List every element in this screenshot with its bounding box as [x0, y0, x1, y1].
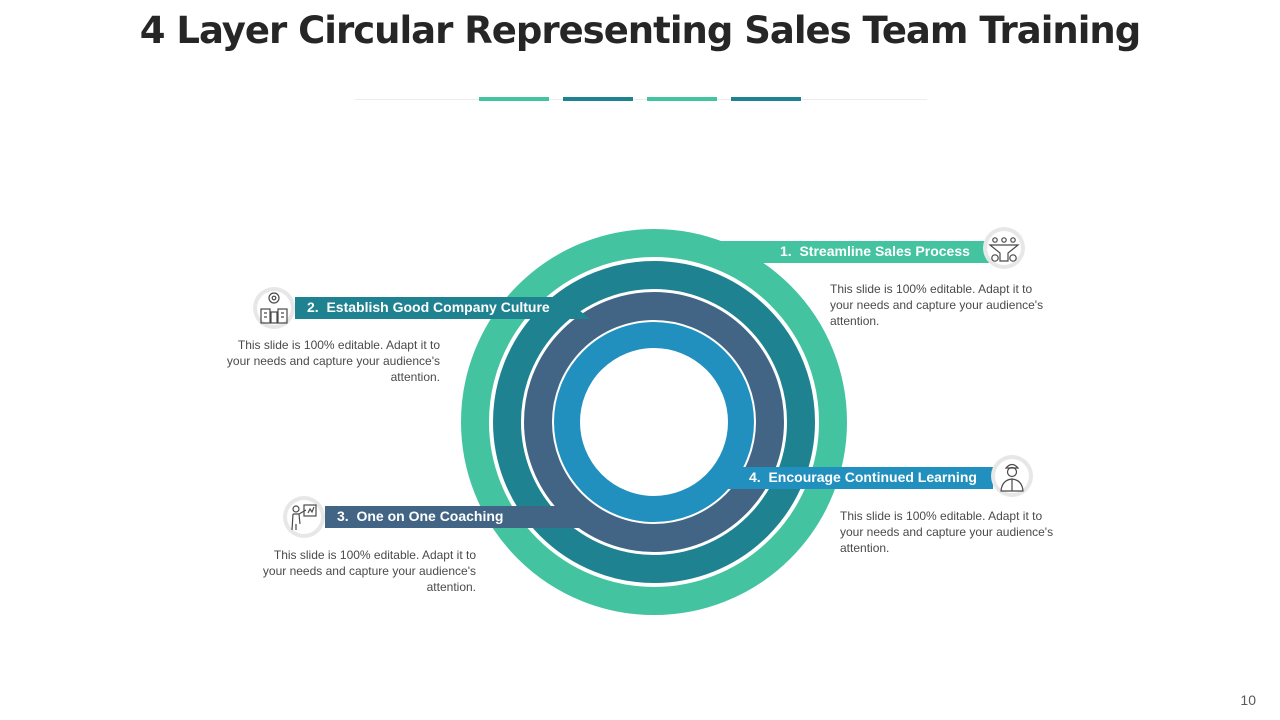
item-3-number: 3. — [337, 508, 349, 524]
item-2-description: This slide is 100% editable. Adapt it to… — [226, 338, 440, 384]
item-4-label: 4. Encourage Continued Learning — [749, 466, 977, 489]
item-4-title: Encourage Continued Learning — [768, 469, 977, 485]
item-1-label: 1. Streamline Sales Process — [780, 240, 970, 263]
icon-badge-1 — [983, 227, 1025, 269]
item-3-title: One on One Coaching — [356, 508, 504, 524]
company-culture-icon — [260, 292, 288, 324]
layer-1-ring — [461, 229, 847, 615]
label-bar-4 — [720, 467, 993, 489]
item-1-title: Streamline Sales Process — [799, 243, 970, 259]
learner-person-icon — [1000, 463, 1024, 492]
icon-badge-2 — [253, 287, 295, 329]
page-title: 4 Layer Circular Representing Sales Team… — [139, 9, 1142, 52]
title-underline — [355, 99, 927, 100]
item-1-description: This slide is 100% editable. Adapt it to… — [830, 282, 1044, 328]
coaching-presentation-icon — [291, 504, 317, 531]
item-3-description: This slide is 100% editable. Adapt it to… — [262, 548, 476, 594]
icon-badge-3 — [283, 496, 325, 538]
title-accent-bar — [563, 97, 633, 101]
item-1-number: 1. — [780, 243, 792, 259]
item-2-label: 2. Establish Good Company Culture — [307, 296, 550, 319]
title-accent-bar — [647, 97, 717, 101]
page-number: 10 — [1240, 692, 1256, 708]
icon-badge-4 — [991, 455, 1033, 497]
item-2-title: Establish Good Company Culture — [326, 299, 550, 315]
item-3-label: 3. One on One Coaching — [337, 505, 503, 528]
label-bar-3 — [325, 506, 580, 528]
label-bar-2 — [295, 297, 590, 319]
layer-2-ring — [493, 261, 815, 583]
title-accent-bar — [479, 97, 549, 101]
layer-4-ring — [554, 322, 754, 522]
item-2-number: 2. — [307, 299, 319, 315]
layer-3-ring — [524, 292, 784, 552]
item-4-number: 4. — [749, 469, 761, 485]
item-4-description: This slide is 100% editable. Adapt it to… — [840, 509, 1054, 555]
title-accent-bar — [731, 97, 801, 101]
sales-funnel-icon — [988, 237, 1020, 262]
label-bar-1 — [712, 241, 990, 263]
